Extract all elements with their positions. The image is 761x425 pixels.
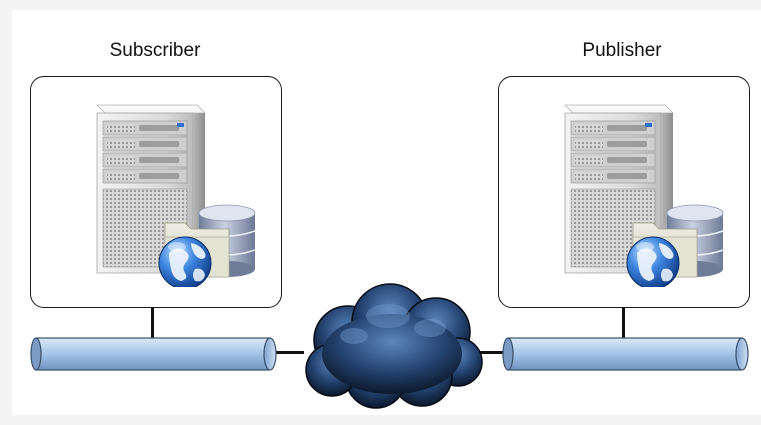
- lan-bus-left: [30, 337, 277, 371]
- subscriber-label: Subscriber: [109, 40, 201, 61]
- publisher-connector: [622, 308, 625, 338]
- lan-bus-right: [502, 337, 749, 371]
- server-database-globe-icon: [77, 97, 256, 290]
- publisher-label: Publisher: [582, 40, 662, 61]
- right-link: [478, 351, 506, 354]
- publisher-node: [498, 76, 750, 308]
- left-link: [274, 351, 304, 354]
- cloud-icon: [305, 283, 483, 409]
- server-database-globe-icon: [545, 97, 724, 290]
- subscriber-connector: [151, 308, 154, 338]
- diagram-canvas: Subscriber Publisher: [12, 10, 761, 415]
- subscriber-node: [30, 76, 282, 308]
